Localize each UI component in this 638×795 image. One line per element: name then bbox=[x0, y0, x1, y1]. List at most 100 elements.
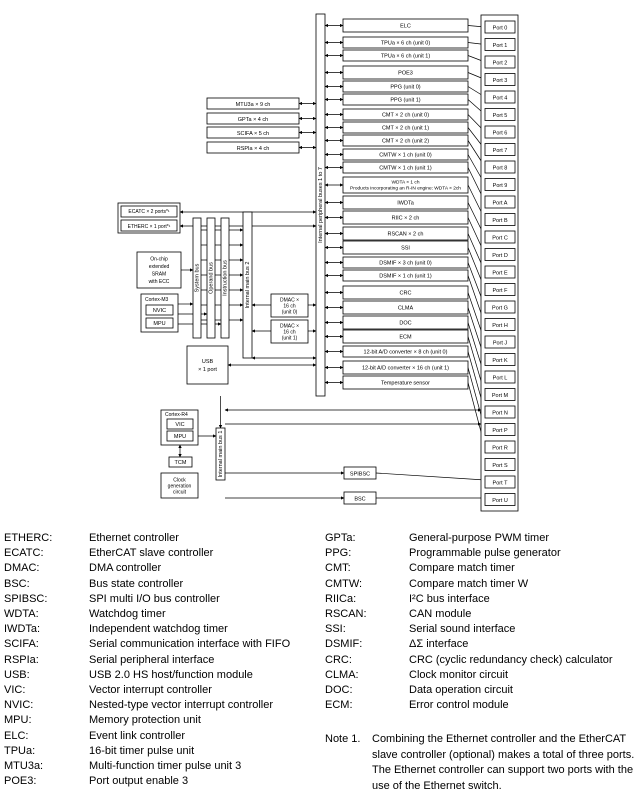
legend-desc-vic: Vector interrupt controller bbox=[89, 684, 212, 696]
port-port-j bbox=[484, 335, 516, 349]
port-label-port-5: Port 5 bbox=[493, 113, 508, 119]
module-label-etherc: ETHERC × 1 port*¹ bbox=[128, 224, 171, 230]
legend-abbr-crc: CRC: bbox=[325, 653, 352, 666]
module-label-tpua-6-ch-unit-0: TPUa × 6 ch (unit 0) bbox=[381, 41, 431, 47]
module-label-tcm: TCM bbox=[175, 460, 187, 466]
module-label-bsc: BSC bbox=[354, 497, 365, 503]
port-label-port-f: Port F bbox=[493, 288, 509, 294]
module-label-ssi: SSI bbox=[401, 246, 410, 252]
legend-desc-rscan: CAN module bbox=[409, 608, 472, 620]
module-dsmif-3-ch-unit-0 bbox=[342, 256, 469, 269]
port-label-port-1: Port 1 bbox=[493, 43, 508, 49]
module-label-cmt-2-ch-unit-2: CMT × 2 ch (unit 2) bbox=[382, 139, 429, 145]
port-port-5 bbox=[484, 108, 516, 121]
port-label-port-p: Port P bbox=[492, 428, 508, 434]
legend-abbr-wdta: WDTA: bbox=[4, 608, 39, 620]
legend-desc-bsc: Bus state controller bbox=[89, 577, 184, 590]
module-rscan-2-ch bbox=[342, 226, 469, 241]
internal-peripheral-bus: Internal peripheral buses 1 to 7 bbox=[315, 13, 326, 397]
module-cmtw-1-ch-unit-1 bbox=[342, 161, 469, 174]
port-label-port-r: Port R bbox=[492, 446, 508, 452]
cortex-r4-vic-label: VIC bbox=[175, 422, 184, 428]
operand-bus-bar-label: Operand bus bbox=[208, 262, 214, 294]
legend-desc-cmt: Compare match timer bbox=[409, 562, 515, 575]
module-dsmif-1-ch-unit-1 bbox=[342, 269, 469, 282]
legend-abbr-dmac: DMAC: bbox=[4, 562, 40, 575]
legend-abbr-spibsc: SPIBSC: bbox=[4, 592, 48, 605]
module-label-riic-2-ch: RIIC × 2 ch bbox=[392, 216, 420, 222]
legend-desc-scifa: Serial communication interface with FIFO bbox=[89, 638, 291, 651]
module-12-bit-a-d-converter-16-ch-unit-1 bbox=[342, 360, 469, 375]
legend-desc-spibsc: SPI multi I/O bus controller bbox=[89, 592, 220, 605]
cortex-m3-nvic bbox=[145, 304, 174, 316]
module-label-cmtw-1-ch-unit-1: CMTW × 1 ch (unit 1) bbox=[379, 166, 432, 172]
legend-desc-rspia: Serial peripheral interface bbox=[89, 653, 215, 666]
module-label-dmac-unit-0: DMAC ×16 ch(unit 0) bbox=[280, 297, 299, 315]
module-spibsc bbox=[343, 466, 377, 480]
module-label-clma: CLMA bbox=[398, 306, 414, 312]
port-port-h bbox=[484, 318, 516, 331]
port-port-4 bbox=[484, 90, 516, 104]
port-port-9 bbox=[484, 178, 516, 191]
module-label-poe3: POE3 bbox=[398, 71, 413, 77]
port-label-port-k: Port K bbox=[492, 358, 508, 364]
block-diagram: Internal peripheral buses 1 to 7 Interna… bbox=[117, 13, 519, 512]
port-label-port-g: Port G bbox=[492, 306, 508, 312]
port-column-frame bbox=[480, 14, 519, 512]
port-label-port-d: Port D bbox=[492, 253, 508, 259]
port-label-port-0: Port 0 bbox=[493, 26, 508, 32]
legend-desc-clma: Clock monitor circuit bbox=[409, 668, 509, 681]
cortex-m3-title: Cortex-M3 bbox=[145, 297, 169, 303]
cortex-m3-mpu-label: MPU bbox=[153, 321, 165, 327]
legend-desc-iwdta: Independent watchdog timer bbox=[89, 623, 228, 636]
module-label-dsmif-1-ch-unit-1: DSMIF × 1 ch (unit 1) bbox=[379, 274, 432, 280]
module-tcm bbox=[168, 456, 193, 468]
module-iwdta bbox=[342, 195, 469, 210]
cortex-r4-title: Cortex-R4 bbox=[165, 412, 188, 418]
module-crc bbox=[342, 285, 469, 300]
legend-abbr-doc: DOC: bbox=[325, 684, 353, 696]
module-label-ecatc: ECATC × 2 ports*¹ bbox=[128, 209, 170, 215]
module-label-cmtw-1-ch-unit-0: CMTW × 1 ch (unit 0) bbox=[379, 153, 432, 159]
port-label-port-8: Port 8 bbox=[493, 166, 508, 172]
legend-desc-usb: USB 2.0 HS host/function module bbox=[89, 668, 253, 681]
module-temperature-sensor bbox=[342, 375, 469, 390]
cortex-r4-mpu bbox=[166, 430, 194, 442]
port-label-port-t: Port T bbox=[493, 481, 509, 487]
module-label-12-bit-a-d-converter-16-ch-unit-1: 12-bit A/D converter × 16 ch (unit 1) bbox=[362, 366, 449, 372]
module-tpua-6-ch-unit-1 bbox=[342, 49, 469, 62]
module-clock bbox=[160, 472, 199, 499]
legend-abbr-tpua: TPUa: bbox=[4, 744, 36, 757]
instruction-bus-bar bbox=[220, 217, 230, 339]
cortex-m3-nvic-label: NVIC bbox=[153, 308, 166, 314]
module-wdta-1-ch bbox=[342, 176, 469, 194]
port-label-port-l: Port L bbox=[493, 376, 508, 382]
module-label-spibsc: SPIBSC bbox=[350, 472, 370, 478]
cortex-r4-vic bbox=[166, 418, 194, 430]
legend-desc-crc: CRC (cyclic redundancy check) calculator bbox=[409, 653, 613, 666]
legend-desc-ppg: Programmable pulse generator bbox=[409, 547, 561, 560]
port-port-6 bbox=[484, 125, 516, 139]
legend-abbr-clma: CLMA: bbox=[325, 668, 359, 681]
module-cmt-2-ch-unit-1 bbox=[342, 121, 469, 134]
module-rspia-4-ch bbox=[206, 141, 300, 154]
note-text: Combining the Ethernet controller and th… bbox=[372, 733, 635, 792]
module-ecatc bbox=[120, 205, 178, 218]
legend-abbr-usb: USB: bbox=[4, 668, 30, 681]
legend-desc-tpua: 16-bit timer pulse unit bbox=[89, 744, 195, 757]
legend-abbr-scifa: SCIFA: bbox=[4, 638, 39, 651]
internal-peripheral-bus-bar bbox=[315, 13, 326, 397]
legend-desc-poe3: Port output enable 3 bbox=[89, 775, 189, 788]
legend-abbr-mpu: MPU: bbox=[4, 714, 32, 727]
module-etherc bbox=[120, 219, 178, 232]
legend-abbr-iwdta: IWDTa: bbox=[4, 623, 41, 636]
module-label-dmac-unit-1: DMAC ×16 ch(unit 1) bbox=[280, 323, 299, 341]
port-port-s bbox=[484, 458, 516, 471]
module-label-tpua-6-ch-unit-1: TPUa × 6 ch (unit 1) bbox=[381, 54, 431, 60]
legend-abbr-cmtw: CMTW: bbox=[325, 577, 363, 590]
internal-main-bus-2-bar-label: Internal main bus 2 bbox=[245, 262, 251, 309]
module-label-ecm: ECM bbox=[399, 335, 412, 341]
legend-abbr-rspia: RSPIa: bbox=[4, 653, 39, 666]
port-port-t bbox=[484, 475, 516, 489]
